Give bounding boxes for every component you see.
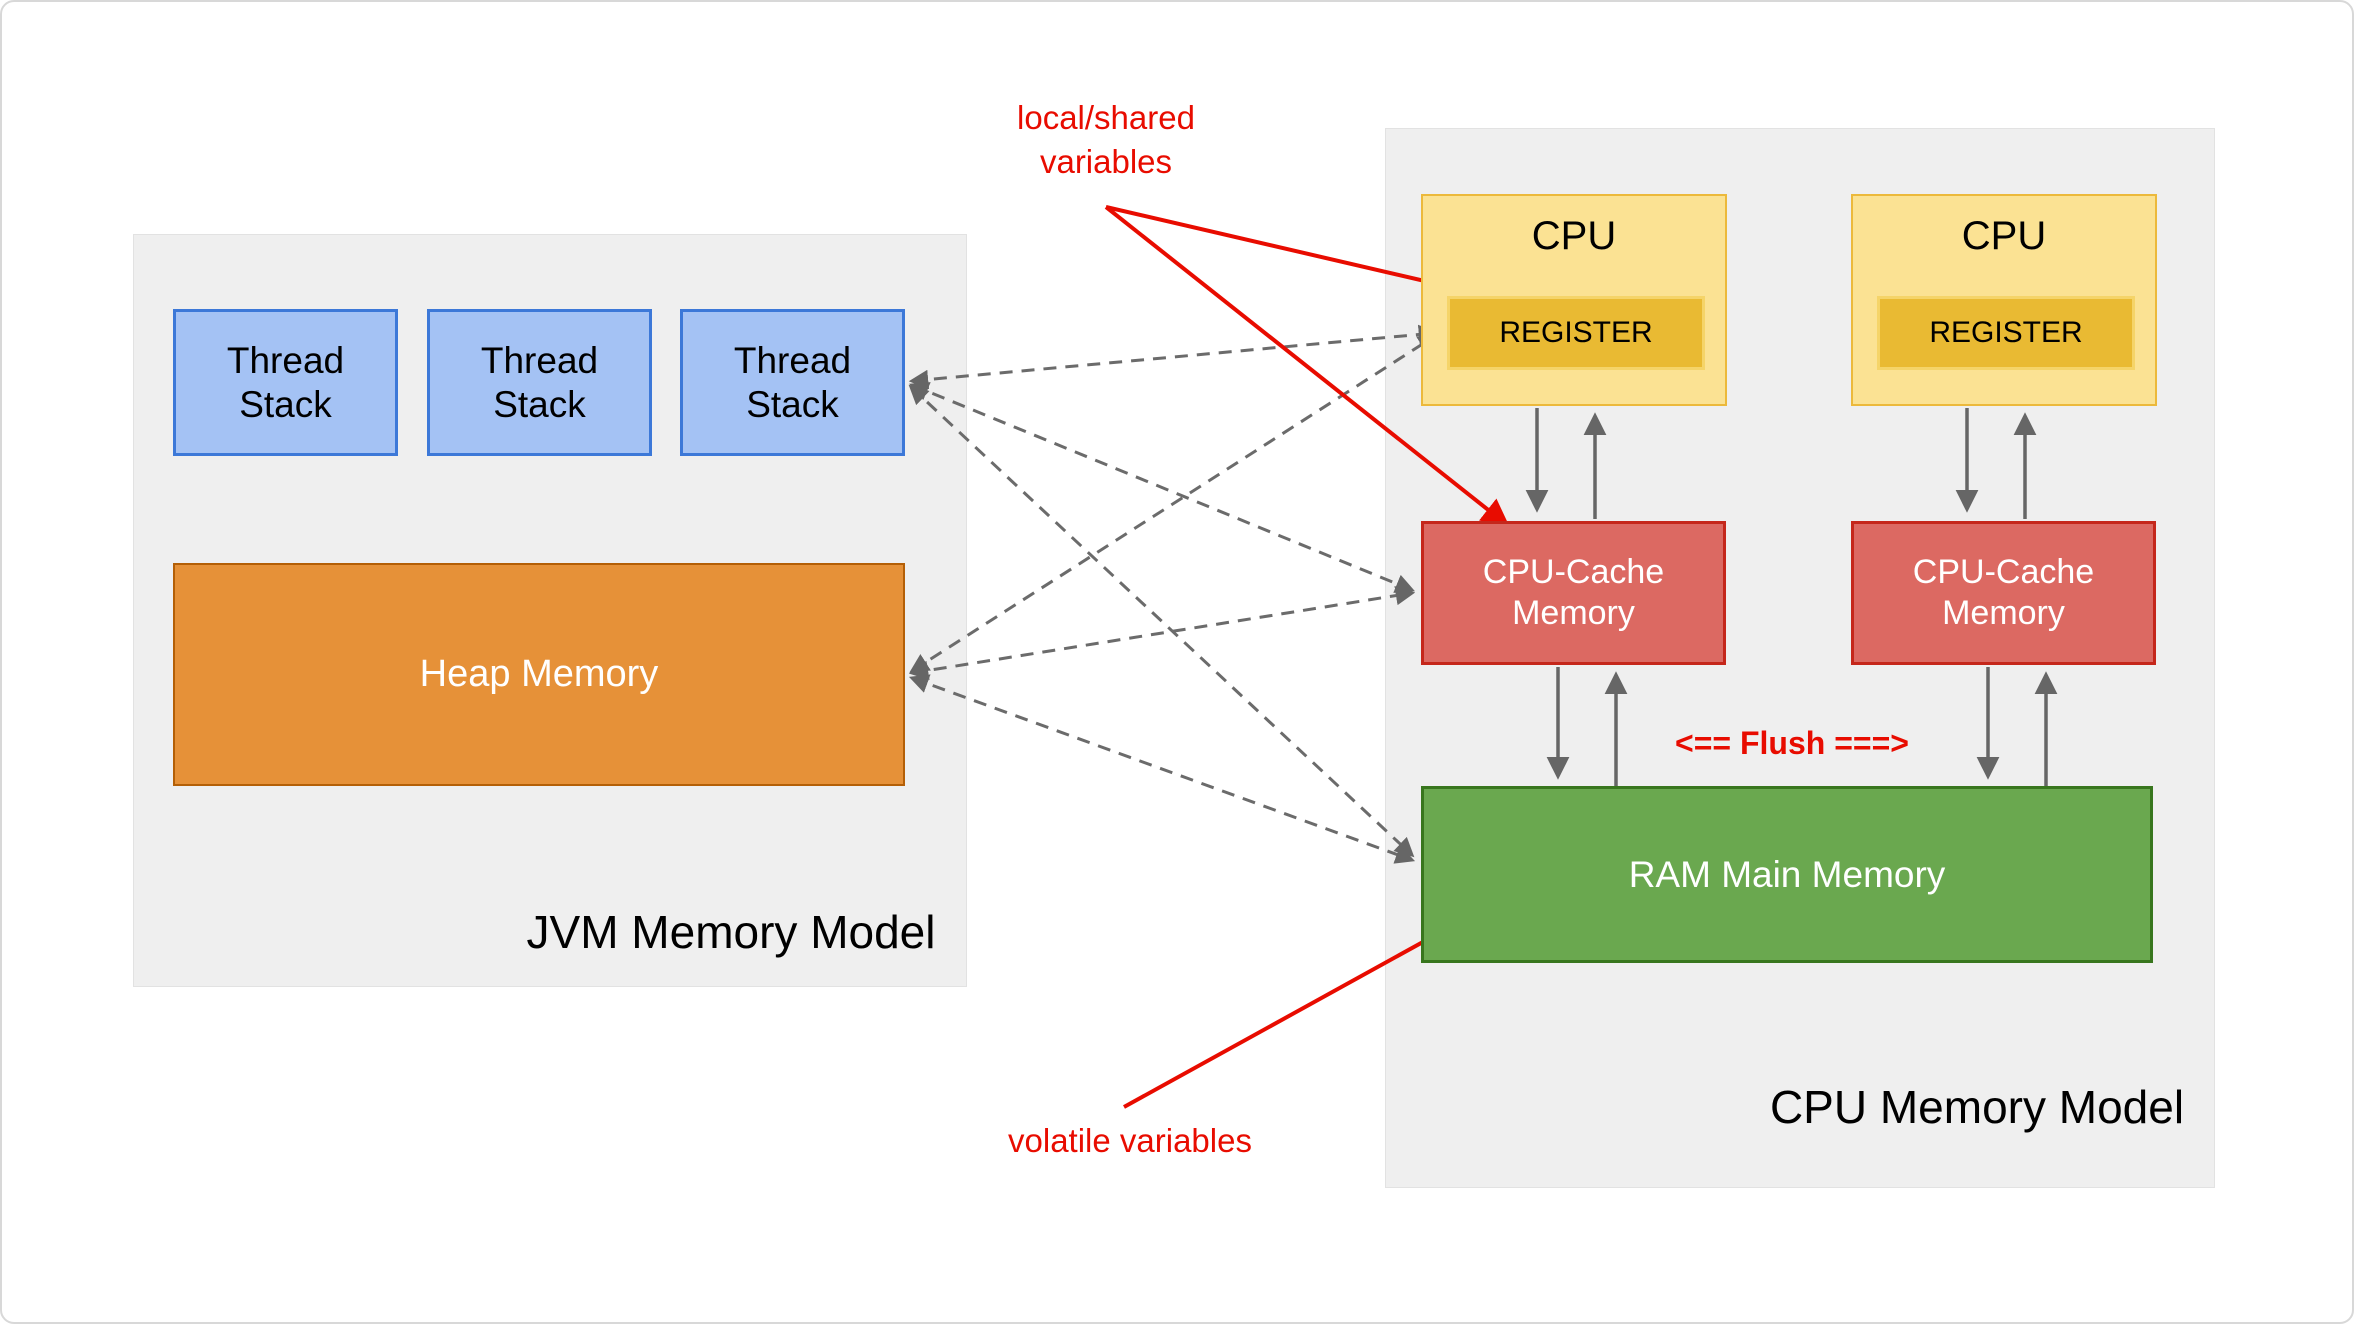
thread-stack-box-2: Thread Stack: [427, 309, 652, 456]
heap-memory-label: Heap Memory: [419, 653, 659, 695]
flush-annotation: <== Flush ===>: [1675, 725, 1909, 761]
cpu-box-2: CPU REGISTER: [1851, 194, 2157, 406]
cpu-panel-title: CPU Memory Model: [1769, 1081, 2185, 1133]
local-shared-line2: variables: [1039, 142, 1173, 180]
local-shared-variables-annotation: local/shared variables: [1017, 96, 1195, 183]
jvm-panel-title: JVM Memory Model: [526, 906, 936, 958]
cpu-cache-label: CPU-Cache Memory: [1482, 553, 1665, 632]
volatile-variables-annotation: volatile variables: [1008, 1122, 1252, 1159]
dashed-link-heap-ram: [908, 674, 1416, 864]
cpu-cache-box-2: CPU-Cache Memory: [1851, 521, 2156, 665]
dashed-link-thread-register: [908, 324, 1439, 390]
thread-stack-box-3: Thread Stack: [680, 309, 905, 456]
cpu-title: CPU: [1961, 214, 2047, 258]
dashed-link-heap-register: [909, 334, 1438, 673]
thread-stack-label: Thread Stack: [733, 339, 852, 425]
local-shared-line1: local/shared: [1017, 99, 1195, 136]
dashed-link-thread-ram: [908, 384, 1415, 858]
thread-stack-label: Thread Stack: [226, 339, 345, 425]
dashed-link-heap-cache: [908, 585, 1416, 681]
register-label: REGISTER: [1499, 316, 1653, 349]
cpu-cache-label: CPU-Cache Memory: [1912, 553, 2095, 632]
cpu-box-1: CPU REGISTER: [1421, 194, 1727, 406]
heap-memory-box: Heap Memory: [173, 563, 905, 786]
ram-main-memory-label: RAM Main Memory: [1628, 853, 1946, 895]
register-box-2: REGISTER: [1877, 296, 2135, 370]
cpu-title: CPU: [1531, 214, 1617, 258]
register-label: REGISTER: [1929, 316, 2083, 349]
thread-stack-label: Thread Stack: [480, 339, 599, 425]
thread-stack-box-1: Thread Stack: [173, 309, 398, 456]
cpu-cache-box-1: CPU-Cache Memory: [1421, 521, 1726, 665]
ram-main-memory-box: RAM Main Memory: [1421, 786, 2153, 963]
dashed-link-thread-cache: [908, 382, 1416, 593]
register-box-1: REGISTER: [1447, 296, 1705, 370]
